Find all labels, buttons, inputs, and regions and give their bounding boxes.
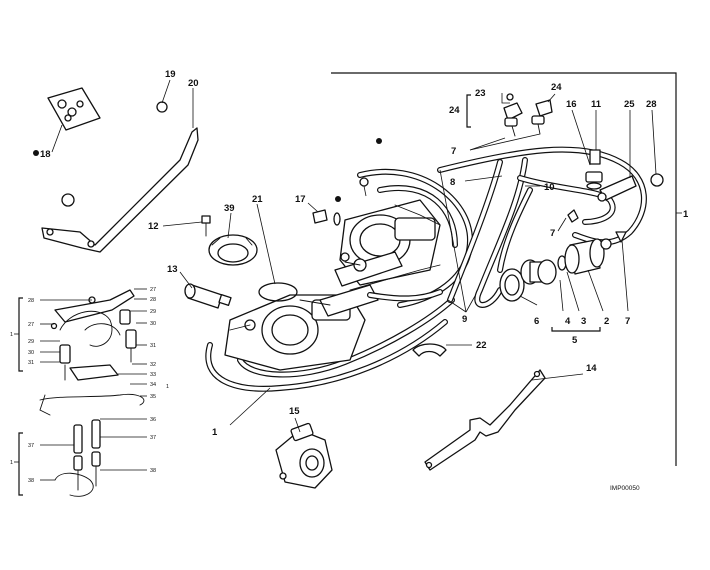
callout-leaders [51, 79, 657, 433]
callout-11: 11 [591, 99, 602, 110]
inset-right-label: 34 [150, 382, 156, 388]
callout-22: 22 [476, 340, 487, 351]
part-15-sensor-housing [275, 422, 333, 489]
part-11-16-25-28 [567, 149, 664, 243]
callout-4: 4 [565, 316, 571, 327]
callout-1-bracket: 1 [683, 209, 689, 220]
inset-detail [14, 288, 147, 497]
part-13-sensor [184, 283, 232, 309]
inset-left-label: 38 [28, 478, 34, 484]
reference-dots [33, 138, 382, 202]
inset-marker-1b: 1 [10, 460, 13, 466]
inset-left-label: 31 [28, 360, 34, 366]
callout-5: 5 [572, 335, 578, 346]
part-19-rod [61, 101, 168, 207]
part-20-bracket [41, 127, 199, 253]
callout-8: 8 [450, 177, 455, 188]
inset-marker-1a: 1 [10, 332, 13, 338]
callout-28: 28 [646, 99, 657, 110]
callout-7: 7 [451, 146, 456, 157]
callout-24: 24 [551, 82, 562, 93]
callout-7-regulator: 7 [550, 228, 555, 239]
inset-left-label: 27 [28, 322, 34, 328]
callout-9: 9 [462, 314, 467, 325]
callout-7-right: 7 [625, 316, 630, 327]
inset-left-label: 28 [28, 298, 34, 304]
callout-labels: 19 20 18 12 39 21 17 13 1 15 22 9 14 23 … [40, 69, 689, 438]
inset-right-label: 33 [150, 372, 156, 378]
callout-10: 10 [544, 182, 555, 193]
callout-18: 18 [40, 149, 51, 160]
inset-marker-1c: 1 [166, 384, 169, 390]
inset-labels: 1 1 1 28 27 29 30 31 37 38 27 28 29 30 3… [10, 287, 169, 484]
callout-2: 2 [604, 316, 609, 327]
drawing-code: IMP00050 [610, 485, 640, 492]
part-14-bracket [424, 369, 546, 471]
callout-1: 1 [212, 427, 218, 438]
callout-15: 15 [289, 406, 300, 417]
part-18-cover-plate [47, 87, 101, 131]
callout-14: 14 [586, 363, 597, 374]
callout-16: 16 [566, 99, 577, 110]
part-23-24-fittings [503, 93, 553, 137]
callout-6: 6 [534, 316, 539, 327]
inset-left-label: 29 [28, 339, 34, 345]
callout-13: 13 [167, 264, 178, 275]
callout-19: 19 [165, 69, 176, 80]
callout-3: 3 [581, 316, 586, 327]
inset-left-label: 30 [28, 350, 34, 356]
part-17-nozzle [312, 209, 341, 226]
assembly-bracket-1 [331, 72, 682, 466]
part-21-o-ring [258, 282, 298, 302]
callout-21: 21 [252, 194, 263, 205]
inset-left-label: 37 [28, 443, 34, 449]
inset-right-label: 27 [150, 287, 156, 293]
inset-right-label: 36 [150, 417, 156, 423]
callout-20: 20 [188, 78, 199, 89]
inset-right-label: 37 [150, 435, 156, 441]
callout-17: 17 [295, 194, 306, 205]
throttle-body-assembly [205, 168, 474, 392]
inset-right-label: 30 [150, 321, 156, 327]
part-22-clip [412, 343, 447, 357]
inset-right-label: 31 [150, 343, 156, 349]
callout-23: 23 [475, 88, 486, 99]
inset-right-label: 28 [150, 297, 156, 303]
callout-12: 12 [148, 221, 159, 232]
part-2-5-regulator [520, 238, 612, 285]
part-39-flange [208, 234, 258, 266]
inset-right-label: 38 [150, 468, 156, 474]
inset-right-label: 35 [150, 394, 156, 400]
callout-39: 39 [224, 203, 235, 214]
callout-24-bracket: 24 [449, 105, 460, 116]
callout-25: 25 [624, 99, 635, 110]
inset-right-label: 29 [150, 309, 156, 315]
part-12-bolt [201, 215, 211, 237]
inset-right-label: 32 [150, 362, 156, 368]
